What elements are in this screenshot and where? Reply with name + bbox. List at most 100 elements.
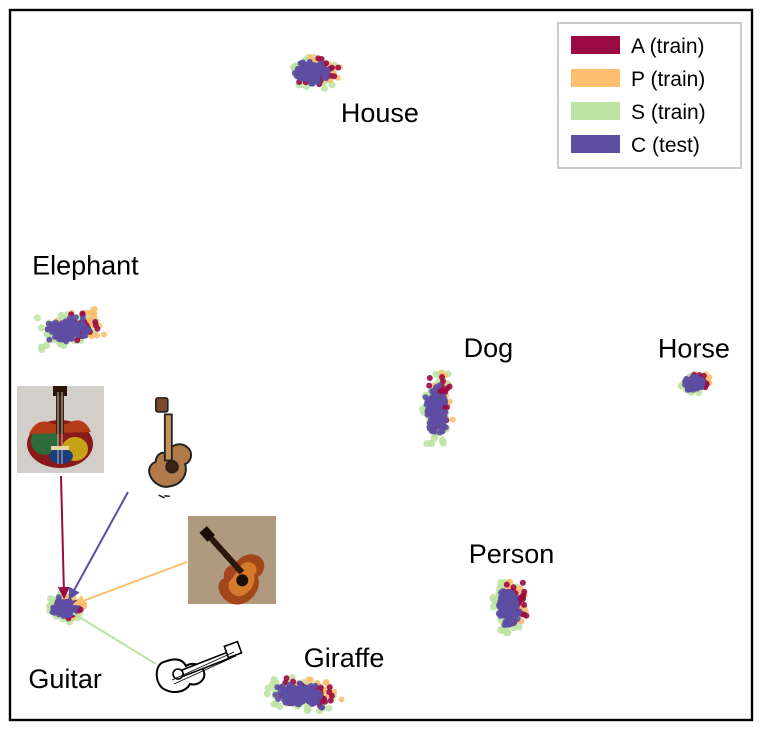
point-a-train-elephant: [92, 319, 99, 325]
point-s-train-person: [515, 623, 523, 631]
arrows-layer: [57, 475, 188, 665]
cluster-label-guitar: Guitar: [28, 664, 102, 694]
legend-label-a-train: A (train): [631, 35, 705, 58]
point-c-test-giraffe: [301, 692, 308, 699]
points-layer: [33, 53, 713, 715]
arrow-s-train-to-guitar: [72, 612, 157, 665]
point-c-test-dog: [439, 428, 446, 435]
point-a-train-giraffe: [327, 697, 334, 704]
point-p-train-elephant: [85, 309, 92, 316]
point-c-test-guitar: [50, 604, 57, 611]
point-c-test-horse: [697, 379, 704, 386]
point-c-test-elephant: [55, 333, 61, 340]
point-c-test-dog: [431, 387, 438, 394]
point-c-test-elephant: [52, 319, 59, 326]
point-a-train-dog: [439, 374, 445, 380]
legend-label-s-train: S (train): [631, 101, 706, 124]
point-c-test-giraffe: [275, 696, 282, 702]
point-c-test-house: [303, 68, 310, 75]
point-c-test-guitar: [54, 600, 61, 607]
point-c-test-giraffe: [318, 704, 325, 711]
point-s-train-giraffe: [270, 676, 278, 684]
photo-guitar-image: [188, 516, 276, 605]
legend-swatch-c-test: [571, 135, 620, 153]
legend: A (train) P (train) S (train) C (test): [557, 22, 742, 169]
painted-guitar-image: [17, 386, 104, 473]
point-c-test-elephant: [46, 336, 53, 343]
point-c-test-giraffe: [312, 682, 319, 689]
point-s-train-dog: [423, 440, 431, 448]
point-c-test-giraffe: [295, 696, 302, 703]
point-c-test-elephant: [83, 325, 90, 332]
point-c-test-house: [311, 74, 318, 81]
point-c-test-elephant: [67, 318, 74, 325]
point-c-test-house: [321, 74, 328, 81]
point-c-test-elephant: [82, 332, 89, 339]
arrow-p-train-to-guitar: [72, 561, 188, 607]
point-c-test-giraffe: [287, 687, 293, 694]
point-s-train-giraffe: [325, 704, 333, 712]
point-a-train-person: [521, 601, 528, 608]
point-a-train-person: [510, 584, 517, 591]
point-a-train-dog: [446, 383, 453, 390]
point-c-test-dog: [428, 428, 435, 435]
point-a-train-giraffe: [317, 684, 324, 691]
point-c-test-dog: [434, 414, 441, 421]
point-c-test-guitar: [55, 594, 62, 601]
point-c-test-elephant: [44, 326, 51, 333]
point-a-train-house: [331, 73, 338, 80]
point-p-train-elephant: [91, 306, 98, 312]
cluster-label-horse: Horse: [658, 333, 730, 363]
point-c-test-dog: [436, 382, 443, 389]
point-c-test-house: [321, 65, 327, 72]
point-c-test-giraffe: [295, 686, 302, 693]
point-a-train-giraffe: [326, 684, 333, 691]
point-p-train-elephant: [93, 332, 100, 339]
point-a-train-person: [523, 612, 530, 619]
cluster-house: [290, 53, 344, 92]
point-c-test-giraffe: [289, 700, 296, 707]
point-c-test-person: [511, 593, 518, 600]
point-s-train-dog: [418, 405, 427, 413]
point-c-test-person: [507, 602, 514, 609]
point-c-test-dog: [430, 395, 437, 402]
point-c-test-elephant: [74, 331, 81, 338]
legend-label-p-train: P (train): [631, 68, 705, 91]
point-p-train-giraffe: [338, 696, 345, 703]
point-s-train-giraffe: [304, 706, 312, 714]
point-c-test-dog: [430, 423, 437, 429]
point-a-train-house: [315, 55, 322, 62]
point-a-train-house: [329, 64, 335, 71]
point-c-test-giraffe: [272, 691, 279, 698]
point-a-train-giraffe: [322, 698, 329, 705]
cluster-horse: [677, 370, 713, 397]
point-c-test-person: [499, 588, 506, 595]
point-c-test-elephant: [79, 320, 85, 327]
point-c-test-dog: [434, 392, 441, 399]
point-s-train-dog: [438, 436, 446, 444]
point-c-test-elephant: [54, 324, 60, 331]
point-s-train-elephant: [57, 311, 66, 319]
point-c-test-dog: [432, 400, 439, 407]
point-c-test-dog: [424, 398, 431, 405]
point-c-test-elephant: [45, 320, 52, 327]
point-c-test-house: [305, 74, 312, 81]
cluster-label-elephant: Elephant: [32, 251, 139, 281]
point-c-test-horse: [684, 384, 691, 391]
point-p-train-dog: [439, 369, 445, 376]
cartoon-guitar-image: [148, 397, 193, 499]
cluster-person: [489, 578, 530, 637]
point-a-train-dog: [426, 382, 433, 389]
point-p-train-dog: [449, 416, 456, 423]
point-c-test-person: [505, 597, 512, 604]
point-s-train-giraffe: [263, 690, 271, 698]
cluster-giraffe: [263, 674, 345, 715]
legend-label-c-test: C (test): [631, 134, 700, 157]
point-a-train-dog: [426, 375, 433, 381]
point-c-test-guitar: [60, 613, 67, 620]
point-c-test-horse: [690, 380, 697, 387]
cluster-label-house: House: [341, 98, 419, 128]
plot-frame: [8, 8, 754, 722]
